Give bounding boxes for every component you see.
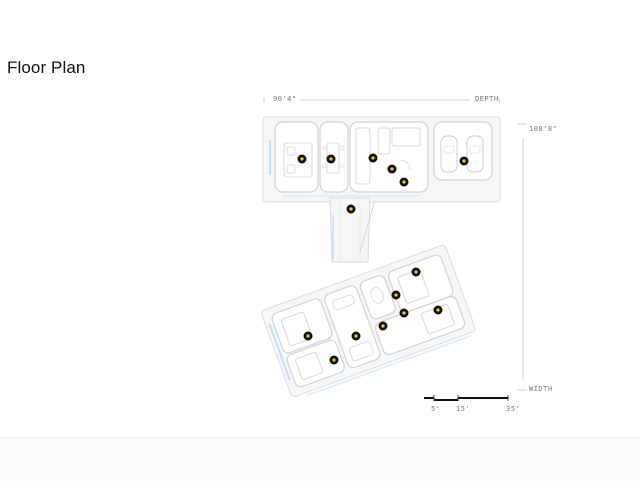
scale-bar [424,395,509,401]
corridor [329,197,376,263]
marker-living [297,154,307,164]
marker-garage [459,156,469,166]
footer-band [0,437,640,481]
bedroom-wing [261,244,476,398]
marker-kitchen [368,153,378,163]
room-markers [297,153,469,365]
marker-bedroom-1-closet [391,290,401,300]
side-dimension-label: WIDTH [529,385,553,393]
depth-dimension-label: DEPTH [475,95,499,103]
marker-mudroom [399,177,409,187]
marker-laundry [378,321,388,331]
marker-pantry [387,164,397,174]
width-dimension-label: 90'4" [273,95,297,103]
marker-dining [326,154,336,164]
scale-label-35: 35' [506,405,521,413]
marker-bath-2 [351,331,361,341]
page-title: Floor Plan [7,58,86,77]
marker-bedroom-1 [411,267,421,277]
scale-label-5: 5' [431,405,441,413]
marker-bedroom-3 [303,331,313,341]
marker-corridor [346,204,356,214]
marker-bedroom-2 [433,305,443,315]
marker-bath-3 [329,355,339,365]
height-dimension-label: 108'8" [529,125,558,133]
marker-bath-1 [399,308,409,318]
scale-label-15: 15' [456,405,471,413]
top-wing [262,116,501,203]
